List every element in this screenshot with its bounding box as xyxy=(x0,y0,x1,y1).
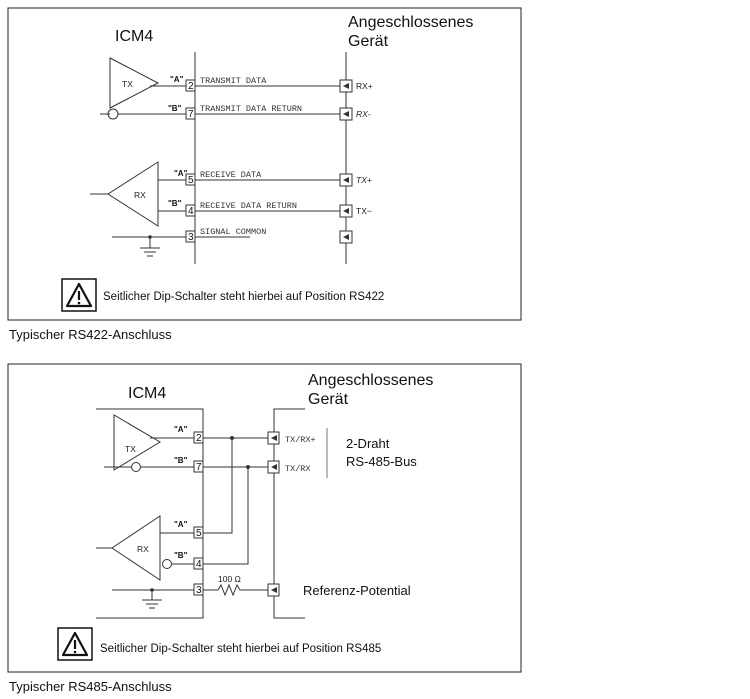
rs485-frame xyxy=(7,363,522,673)
rs422-device-pins xyxy=(339,79,353,244)
rs485-bus-line1: 2-Draht xyxy=(346,436,390,451)
rs422-pin-7: 7 xyxy=(188,109,194,120)
rs422-pin-4: 4 xyxy=(188,206,194,217)
ground-icon xyxy=(140,247,160,257)
rs422-rx-label: RX xyxy=(134,190,146,200)
rs422-signal-transmit-data: TRANSMIT DATA xyxy=(200,76,267,86)
rs422-signal-receive-data: RECEIVE DATA xyxy=(200,170,262,180)
rs485-caption: Typischer RS485-Anschluss xyxy=(9,679,172,694)
rs422-device-tx-plus: TX+ xyxy=(356,175,372,185)
rs485-reference-label: Referenz-Potential xyxy=(303,583,411,598)
rs485-pin-3: 3 xyxy=(196,585,202,596)
rs485-pin-5: 5 xyxy=(196,528,202,539)
rs422-rx-receiver xyxy=(107,161,159,227)
rs485-rx-b: "B" xyxy=(174,551,188,560)
rs485-panel: ICM4 Angeschlossenes Gerät TX RX "A" "B"… xyxy=(7,363,522,673)
rs485-device-txrx-plus: TX/RX+ xyxy=(285,435,316,445)
rs485-tx-b: "B" xyxy=(174,456,188,465)
rs422-pin-3: 3 xyxy=(188,232,194,243)
rs422-note: Seitlicher Dip-Schalter steht hierbei au… xyxy=(103,291,384,303)
rs485-right-title-1: Angeschlossenes xyxy=(308,372,433,389)
rs422-rx-b: "B" xyxy=(168,199,182,208)
rs485-gnd-node xyxy=(150,588,154,592)
rs485-resistor-label: 100 Ω xyxy=(218,574,241,584)
rs485-right-title-2: Gerät xyxy=(308,391,349,408)
rs422-right-title-1: Angeschlossenes xyxy=(348,14,473,31)
rs422-rx-a: "A" xyxy=(174,169,188,178)
rs485-device-box xyxy=(273,408,305,619)
rs422-signal-receive-data-return: RECEIVE DATA RETURN xyxy=(200,201,297,211)
rs422-icm-pins: 2 7 5 4 3 xyxy=(185,79,196,243)
rs485-device-pins xyxy=(267,431,280,597)
rs422-device-tx-minus: TX− xyxy=(356,206,372,216)
rs485-icm-pins: 2 7 5 4 3 xyxy=(193,431,204,596)
rs485-pin-2: 2 xyxy=(196,433,202,444)
ground-icon xyxy=(142,599,162,609)
warning-triangle-icon xyxy=(57,627,93,661)
rs485-jumper-b xyxy=(203,467,249,565)
rs485-rx-a: "A" xyxy=(174,520,188,529)
rs485-tx-a: "A" xyxy=(174,425,188,434)
rs422-device-rx-plus: RX+ xyxy=(356,81,373,91)
rs485-rx-inverter-bubble xyxy=(162,559,172,569)
rs422-device-rx-minus: RX- xyxy=(356,109,371,119)
rs485-tx-driver xyxy=(113,414,161,471)
rs422-gnd-node xyxy=(148,235,152,239)
rs485-device-txrx: TX/RX xyxy=(285,464,311,474)
rs422-panel: ICM4 Angeschlossenes Gerät TX RX "A" "B"… xyxy=(7,7,522,321)
rs422-tx-b: "B" xyxy=(168,104,182,113)
rs422-signal-common: SIGNAL COMMON xyxy=(200,227,266,237)
rs485-pin-4: 4 xyxy=(196,559,202,570)
rs485-jumper-a xyxy=(203,438,233,534)
rs422-signal-transmit-data-return: TRANSMIT DATA RETURN xyxy=(200,104,302,114)
rs422-pin-5: 5 xyxy=(188,175,194,186)
warning-triangle-icon xyxy=(61,278,97,312)
rs422-right-title-2: Gerät xyxy=(348,33,389,50)
rs485-note: Seitlicher Dip-Schalter steht hierbei au… xyxy=(100,643,381,655)
rs485-rx-receiver xyxy=(111,515,161,581)
rs422-frame xyxy=(7,7,522,321)
rs422-tx-label: TX xyxy=(122,79,133,89)
rs485-tx-label: TX xyxy=(125,444,136,454)
rs422-pin-2: 2 xyxy=(188,81,194,92)
rs422-tx-a: "A" xyxy=(170,75,184,84)
rs422-left-title: ICM4 xyxy=(115,28,153,45)
rs485-rx-label: RX xyxy=(137,544,149,554)
rs485-left-title: ICM4 xyxy=(128,385,166,402)
rs485-pin-7: 7 xyxy=(196,462,202,473)
rs422-caption: Typischer RS422-Anschluss xyxy=(9,327,172,342)
resistor-icon xyxy=(217,583,241,597)
rs422-tx-driver xyxy=(109,57,160,109)
rs485-bus-line2: RS-485-Bus xyxy=(346,454,417,469)
rs485-tx-inverter-bubble xyxy=(131,462,141,472)
rs485-icm-box xyxy=(96,408,204,619)
